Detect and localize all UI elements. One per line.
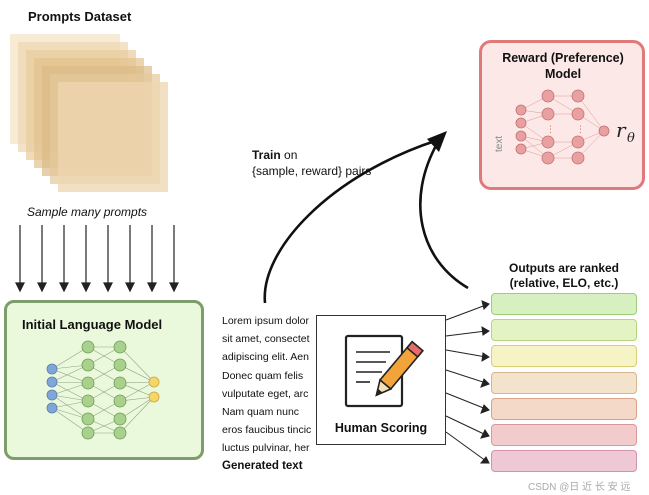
ranked-output-bar [491, 293, 637, 315]
ranked-output-bar [491, 397, 637, 420]
ranked-output-bar [491, 319, 637, 342]
svg-text:⋮: ⋮ [576, 124, 585, 134]
initial-lm-network [46, 340, 160, 440]
generated-line: sit amet, consectet [222, 333, 310, 346]
reward-output-subscript: θ [627, 131, 635, 146]
svg-text:⋮: ⋮ [546, 124, 555, 134]
generated-text-block: Lorem ipsum dolor sit amet, consectet ad… [222, 312, 322, 458]
reward-input-label: text [494, 136, 505, 152]
scoring-pencil-icon [344, 334, 424, 408]
reward-model-box [479, 40, 645, 190]
human-scoring-label: Human Scoring [334, 421, 428, 435]
reward-title-line2: Model [544, 67, 582, 81]
train-label-bold: Train [252, 148, 281, 162]
reward-model-title: Reward (Preference) Model [485, 50, 641, 82]
outputs-ranked-title: Outputs are ranked (relative, ELO, etc.) [486, 261, 642, 291]
reward-output-symbol: r [616, 118, 627, 142]
outputs-title-line2: (relative, ELO, etc.) [509, 276, 619, 290]
outputs-title-line1: Outputs are ranked [508, 261, 620, 275]
generated-line: vulputate eget, arc [222, 387, 309, 400]
train-arrow-right [419, 141, 469, 290]
generated-line: Lorem ipsum dolor [222, 315, 309, 327]
train-arrow-left [263, 138, 439, 304]
prompt-card-7 [58, 82, 168, 192]
train-label-rest: on [280, 148, 298, 162]
generated-line: luctus pulvinar, her [222, 442, 310, 455]
initial-lm-box [4, 300, 204, 460]
ranked-output-bar [491, 345, 637, 368]
train-label-line2: {sample, reward} pairs [252, 164, 372, 178]
reward-title-line1: Reward (Preference) [502, 51, 624, 65]
prompts-dataset-title: Prompts Dataset [28, 9, 132, 24]
generated-text-label: Generated text [222, 460, 303, 472]
train-arrow-head [427, 131, 447, 152]
generated-line: adipiscing elit. Aen [222, 351, 309, 364]
ranking-arrows [445, 300, 490, 464]
ranked-output-bar [491, 371, 637, 394]
generated-line: Nam quam nunc [222, 406, 300, 419]
train-label: Train on {sample, reward} pairs [252, 147, 371, 179]
generated-line: eros faucibus tincic [222, 424, 312, 437]
initial-lm-title: Initial Language Model [22, 317, 163, 332]
generated-line: Donec quam felis [222, 369, 304, 382]
reward-model-network: text ⋮ ⋮ r θ [494, 89, 635, 165]
watermark: CSDN @日 近 长 安 远 [528, 482, 631, 493]
sample-arrows [15, 225, 179, 293]
sample-prompts-label: Sample many prompts [27, 205, 148, 219]
ranked-output-bar [491, 450, 637, 473]
ranked-output-bar [491, 424, 637, 446]
